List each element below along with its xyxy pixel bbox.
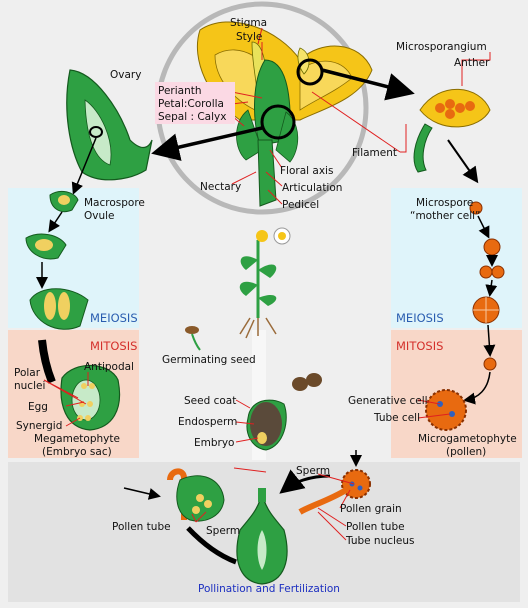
label-sperm-left: Sperm <box>206 525 240 537</box>
label-tube-nucleus: Tube nucleus <box>345 535 415 547</box>
label-microsporangium: Microsporangium <box>396 41 487 53</box>
label-petal-corolla: Petal:Corolla <box>158 98 224 110</box>
label-synergid: Synergid <box>16 420 62 432</box>
label-nuclei: nuclei <box>14 380 45 392</box>
label-antipodal: Antipodal <box>84 361 134 373</box>
label-ovule: Ovule <box>84 210 115 222</box>
label-pollen-tube-left: Pollen tube <box>112 521 171 533</box>
meiosis-panel-right <box>391 188 522 328</box>
label-anther: Anther <box>454 57 490 69</box>
label-filament: Filament <box>352 147 397 159</box>
label-germinating-seed: Germinating seed <box>162 354 256 366</box>
label-floral-axis: Floral axis <box>280 165 333 177</box>
label-meiosis-right: MEIOSIS <box>396 311 444 325</box>
label-mother-cell: “mother cell” <box>410 210 481 222</box>
label-pollen-tube-right: Pollen tube <box>346 521 405 533</box>
label-style: Style <box>236 31 262 43</box>
label-ovary: Ovary <box>110 69 141 81</box>
label-megagametophyte: Megametophyte <box>34 433 120 445</box>
pollen-grain <box>426 390 466 430</box>
label-microgametophyte: Microgametophyte <box>418 433 517 445</box>
label-embryo: Embryo <box>194 437 234 449</box>
label-generative-cell: Generative cell <box>348 395 428 407</box>
label-stigma: Stigma <box>230 17 267 29</box>
label-mitosis-right: MITOSIS <box>396 339 443 353</box>
embryo-sac <box>61 365 120 430</box>
label-sperm-top: Sperm <box>296 465 330 477</box>
label-tube-cell: Tube cell <box>373 412 420 424</box>
label-nectary: Nectary <box>200 181 241 193</box>
label-seed-coat: Seed coat <box>184 395 236 407</box>
label-mitosis-left: MITOSIS <box>90 339 137 353</box>
label-perianth: Perianth <box>158 85 202 97</box>
label-macrospore: Macrospore <box>84 197 145 209</box>
label-pedicel: Pedicel <box>282 199 319 211</box>
label-egg: Egg <box>28 401 48 413</box>
label-articulation: Articulation <box>282 182 342 194</box>
label-pollen-grain: Pollen grain <box>340 503 402 515</box>
label-pollination-title: Pollination and Fertilization <box>198 583 340 595</box>
label-sepal-calyx: Sepal : Calyx <box>158 111 226 123</box>
label-microspore: Microspore <box>416 197 473 209</box>
label-endosperm: Endosperm <box>178 416 237 428</box>
label-polar: Polar <box>14 367 41 379</box>
label-pollen: (pollen) <box>446 446 486 458</box>
label-meiosis-left: MEIOSIS <box>90 311 138 325</box>
label-embryo-sac: (Embryo sac) <box>42 446 112 458</box>
